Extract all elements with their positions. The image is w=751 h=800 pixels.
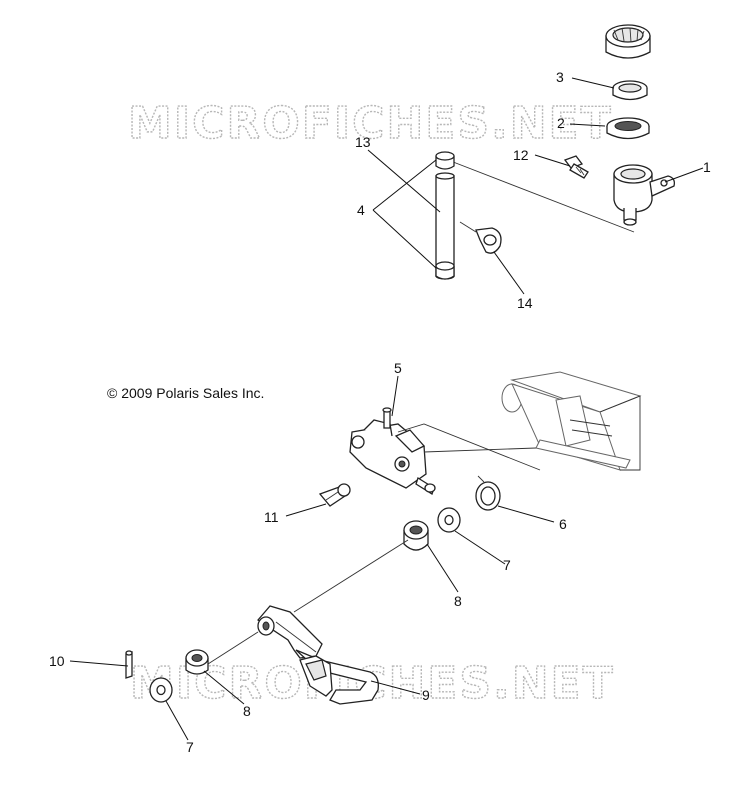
part-12-fitting: [563, 155, 589, 179]
leader-13: [367, 149, 441, 213]
watermark-top: MICROFICHES.NET: [128, 98, 613, 149]
callout-8-upper: 8: [454, 593, 462, 609]
leader-8-lower: [203, 670, 245, 705]
leader-6: [497, 505, 555, 523]
part-2-seal: [606, 117, 650, 140]
guide-line-bushing: [207, 631, 259, 665]
leader-10: [69, 660, 129, 667]
callout-12: 12: [513, 147, 529, 163]
part-6-spring-clip: [475, 475, 501, 511]
part-8-bushing-upper: [403, 520, 429, 551]
leader-12: [534, 154, 571, 167]
callout-2: 2: [557, 115, 565, 131]
part-7-washer-upper: [437, 507, 461, 533]
leader-9: [370, 680, 421, 695]
callout-6: 6: [559, 516, 567, 532]
callout-11: 11: [264, 509, 279, 525]
leader-5: [391, 375, 399, 417]
leader-4: [372, 159, 437, 269]
callout-1: 1: [703, 159, 711, 175]
leader-7-upper: [454, 530, 506, 565]
callout-7-upper: 7: [503, 557, 511, 573]
callout-8-lower: 8: [243, 703, 251, 719]
hose-line: [447, 159, 635, 233]
leader-11: [285, 503, 327, 517]
leader-3: [571, 77, 615, 89]
leader-7-lower: [165, 700, 189, 741]
reservoir-cap: [605, 24, 651, 59]
leader-14: [493, 251, 525, 295]
leader-1: [664, 167, 704, 183]
part-11-bolt: [318, 483, 351, 507]
guide-line-pedal: [293, 539, 409, 613]
callout-10: 10: [49, 653, 65, 669]
part-9-brake-pedal: [257, 605, 379, 705]
leader-8-upper: [426, 543, 459, 593]
part-7-washer-lower: [149, 677, 173, 703]
callout-9: 9: [422, 687, 430, 703]
part-1-reservoir: [613, 164, 676, 226]
callout-7-lower: 7: [186, 739, 194, 755]
frame-background: [501, 371, 642, 471]
watermark-bottom: MICROFICHES.NET: [130, 658, 615, 709]
part-5-master-cylinder: [349, 407, 541, 495]
callout-14: 14: [517, 295, 533, 311]
callout-4: 4: [357, 202, 365, 218]
callout-13: 13: [355, 134, 371, 150]
callout-3: 3: [556, 69, 564, 85]
part-14-clip: [459, 221, 502, 254]
part-3-diaphragm: [612, 80, 648, 101]
part-4-clamp-bottom: [435, 261, 455, 280]
callout-5: 5: [394, 360, 402, 376]
part-4-clamp-top: [435, 151, 455, 170]
part-8-bushing-lower: [185, 649, 209, 675]
leader-2: [569, 123, 606, 127]
part-10-cotter-pin: [125, 650, 133, 679]
copyright-text: © 2009 Polaris Sales Inc.: [107, 385, 264, 401]
